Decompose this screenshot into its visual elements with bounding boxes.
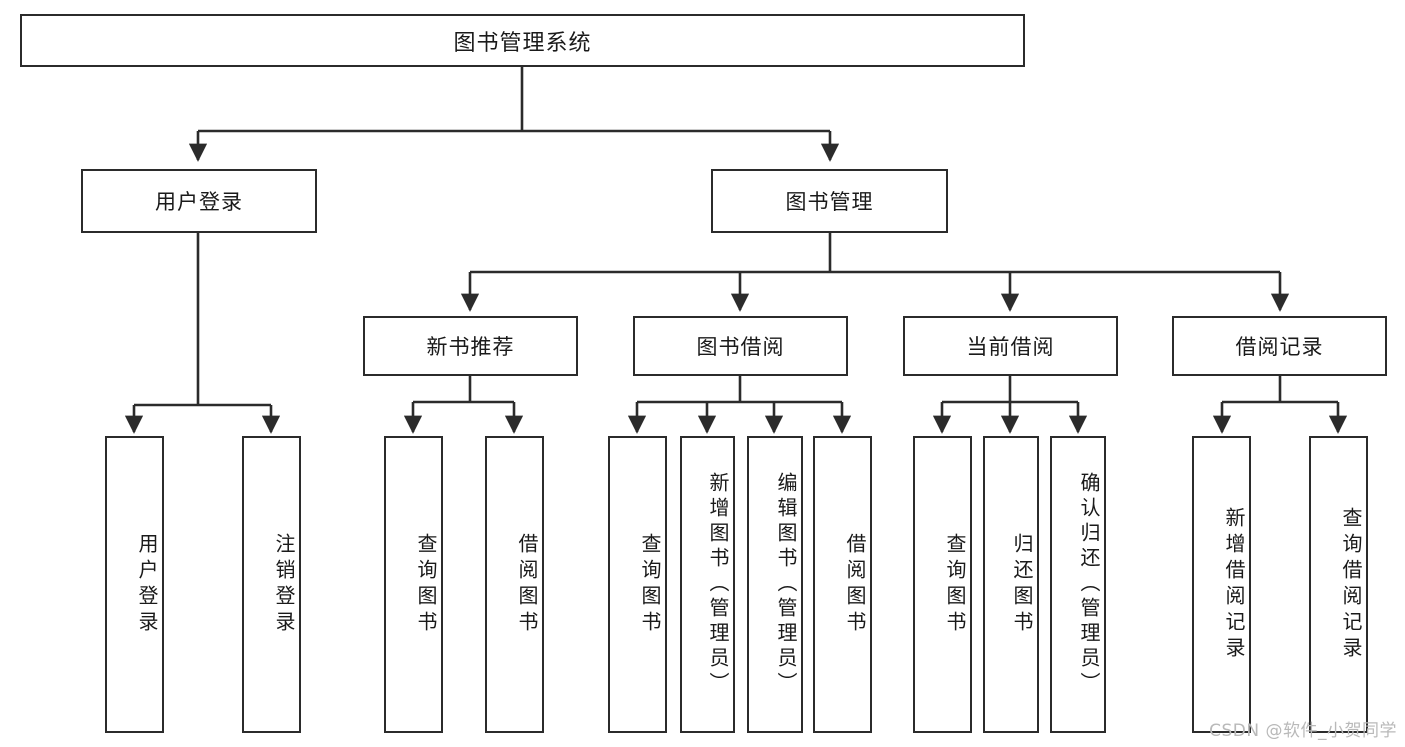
node-user-login[interactable]: 用户登录 xyxy=(81,169,317,233)
csdn-watermark: CSDN @软件_小贺同学 xyxy=(1209,721,1397,741)
node-leaf-borrow-book-2[interactable]: 借阅图书 xyxy=(813,436,872,733)
node-leaf-logout-label: 注销登录 xyxy=(272,532,296,637)
node-leaf-add-book-label: 新增图书（管理员） xyxy=(706,472,730,697)
node-leaf-query-book-3-label: 查询图书 xyxy=(943,532,967,637)
node-leaf-add-record-label: 新增借阅记录 xyxy=(1222,506,1246,663)
node-leaf-return-book[interactable]: 归还图书 xyxy=(983,436,1039,733)
node-book-manage-label: 图书管理 xyxy=(785,190,874,214)
node-leaf-user-login-label: 用户登录 xyxy=(135,532,159,637)
node-leaf-borrow-book-1[interactable]: 借阅图书 xyxy=(485,436,544,733)
node-leaf-borrow-book-1-label: 借阅图书 xyxy=(515,532,539,637)
node-leaf-query-book-1[interactable]: 查询图书 xyxy=(384,436,443,733)
node-new-book-recommend[interactable]: 新书推荐 xyxy=(363,316,578,376)
node-leaf-query-book-2-label: 查询图书 xyxy=(638,532,662,637)
node-leaf-return-book-label: 归还图书 xyxy=(1010,532,1034,637)
node-leaf-logout[interactable]: 注销登录 xyxy=(242,436,301,733)
node-leaf-query-book-3[interactable]: 查询图书 xyxy=(913,436,972,733)
node-leaf-query-record[interactable]: 查询借阅记录 xyxy=(1309,436,1368,733)
node-leaf-add-record[interactable]: 新增借阅记录 xyxy=(1192,436,1251,733)
node-current-borrow-label: 当前借阅 xyxy=(966,335,1055,359)
node-borrow-record-label: 借阅记录 xyxy=(1235,335,1324,359)
node-book-borrow[interactable]: 图书借阅 xyxy=(633,316,848,376)
node-leaf-query-book-2[interactable]: 查询图书 xyxy=(608,436,667,733)
node-root[interactable]: 图书管理系统 xyxy=(20,14,1025,67)
node-leaf-borrow-book-2-label: 借阅图书 xyxy=(843,532,867,637)
node-leaf-edit-book-label: 编辑图书（管理员） xyxy=(774,472,798,697)
node-leaf-add-book[interactable]: 新增图书（管理员） xyxy=(680,436,735,733)
node-leaf-confirm-return[interactable]: 确认归还（管理员） xyxy=(1050,436,1106,733)
node-leaf-query-book-1-label: 查询图书 xyxy=(414,532,438,637)
node-leaf-query-record-label: 查询借阅记录 xyxy=(1339,506,1363,663)
node-current-borrow[interactable]: 当前借阅 xyxy=(903,316,1118,376)
node-book-manage[interactable]: 图书管理 xyxy=(711,169,948,233)
node-leaf-confirm-return-label: 确认归还（管理员） xyxy=(1077,472,1101,697)
node-leaf-user-login[interactable]: 用户登录 xyxy=(105,436,164,733)
node-borrow-record[interactable]: 借阅记录 xyxy=(1172,316,1387,376)
node-leaf-edit-book[interactable]: 编辑图书（管理员） xyxy=(747,436,803,733)
node-book-borrow-label: 图书借阅 xyxy=(696,335,785,359)
node-user-login-label: 用户登录 xyxy=(155,190,243,214)
node-root-label: 图书管理系统 xyxy=(453,30,592,56)
node-new-book-recommend-label: 新书推荐 xyxy=(426,335,515,359)
